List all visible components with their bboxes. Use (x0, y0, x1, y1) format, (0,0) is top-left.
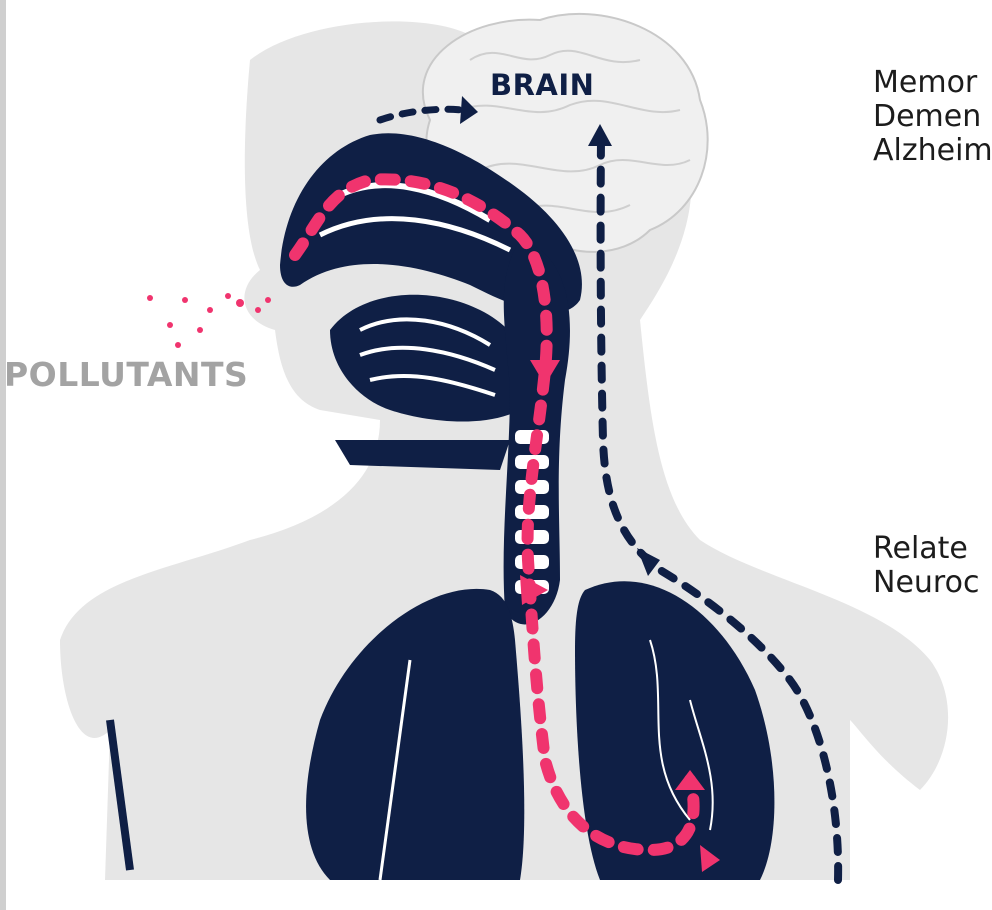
effect-item: Memor (873, 66, 992, 100)
brain-effects-list: Memor Demen Alzheim (873, 66, 992, 168)
effect-item: Alzheim (873, 134, 992, 168)
edge-strip (0, 0, 6, 910)
brain-label: BRAIN (490, 68, 594, 102)
effect-item: Relate (873, 532, 979, 566)
pollutants-label: POLLUTANTS (4, 355, 248, 394)
related-effects-list: Relate Neuroc (873, 532, 979, 600)
jaw (335, 440, 510, 470)
effect-item: Neuroc (873, 566, 979, 600)
effect-item: Demen (873, 100, 992, 134)
